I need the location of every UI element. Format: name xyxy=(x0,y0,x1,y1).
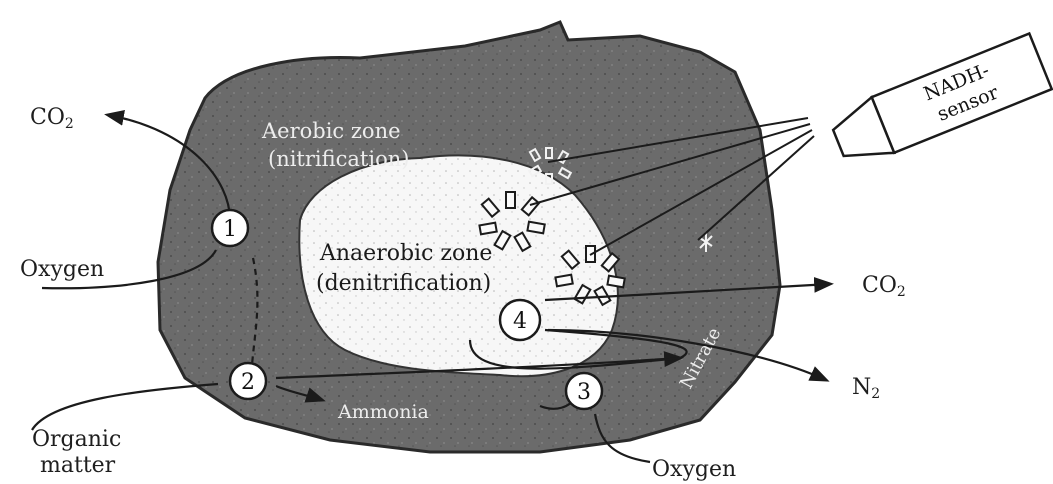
anaerobic-zone-subtitle: (denitrification) xyxy=(316,271,491,296)
oxygen-label-bottom: Oxygen xyxy=(652,457,736,482)
svg-text:3: 3 xyxy=(577,380,591,405)
svg-text:4: 4 xyxy=(513,309,527,334)
organic-matter-label-line1: Organic xyxy=(32,427,121,452)
n2-label: N2 xyxy=(852,375,880,402)
svg-text:1: 1 xyxy=(223,217,237,242)
nadh-sensor: NADH- sensor xyxy=(827,33,1052,170)
svg-text:2: 2 xyxy=(241,370,255,395)
organic-matter-label-line2: matter xyxy=(40,453,116,478)
step-marker-3: 3 xyxy=(566,373,602,409)
aerobic-zone-subtitle: (nitrification) xyxy=(268,147,409,171)
arrow-organic-in xyxy=(32,384,218,430)
ammonia-label: Ammonia xyxy=(337,401,429,423)
anaerobic-zone-title: Anaerobic zone xyxy=(319,241,492,266)
step-marker-4: 4 xyxy=(500,300,540,340)
step-marker-1: 1 xyxy=(212,210,248,246)
co2-label-right: CO2 xyxy=(862,273,906,300)
oxygen-label-left: Oxygen xyxy=(20,257,104,282)
step-marker-2: 2 xyxy=(230,363,266,399)
aerobic-zone-title: Aerobic zone xyxy=(261,119,401,143)
co2-label-left: CO2 xyxy=(30,105,74,132)
